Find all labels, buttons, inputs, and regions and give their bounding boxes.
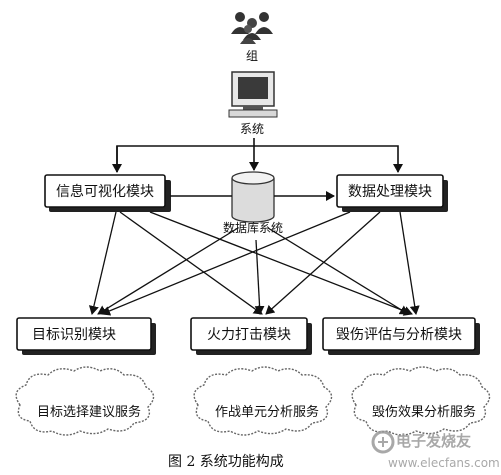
database-label: 数据库系统 [223,220,283,235]
group-label: 组 [246,49,258,63]
target-select-label: 目标选择建议服务 [37,404,141,420]
info-visualization-module: 信息可视化模块 [44,174,171,212]
target-recognition-module: 目标识别模块 [16,317,156,355]
combat-unit-label: 作战单元分析服务 [215,404,319,420]
computer-icon [228,71,278,118]
data-processing-module: 数据处理模块 [336,174,448,212]
figure-caption: 图 2 系统功能构成 [168,454,284,470]
cross-connectors [88,211,420,316]
fire-strike-module: 火力打击模块 [190,317,312,355]
database-icon [231,171,275,223]
users-icon [231,12,273,44]
damage-evaluation-module: 毁伤评估与分析模块 [322,317,480,355]
system-connectors [112,138,403,173]
fire-strike-label: 火力打击模块 [207,326,291,343]
system-label: 系统 [240,122,264,136]
watermark: 电子发烧友 www.elecfans.com [371,430,500,470]
target-recog-label: 目标识别模块 [32,327,116,343]
damage-eval-label: 毁伤评估与分析模块 [336,327,462,343]
damage-effect-label: 毁伤效果分析服务 [372,404,476,420]
data-proc-label: 数据处理模块 [348,184,432,200]
info-vis-label: 信息可视化模块 [56,183,154,200]
watermark-brand: 电子发烧友 [396,432,471,450]
service-cloud-combat-unit: 作战单元分析服务 [193,366,333,436]
service-cloud-target-select: 目标选择建议服务 [15,366,155,436]
watermark-url: www.elecfans.com [388,456,500,470]
service-cloud-damage-effect: 毁伤效果分析服务 [351,366,491,436]
